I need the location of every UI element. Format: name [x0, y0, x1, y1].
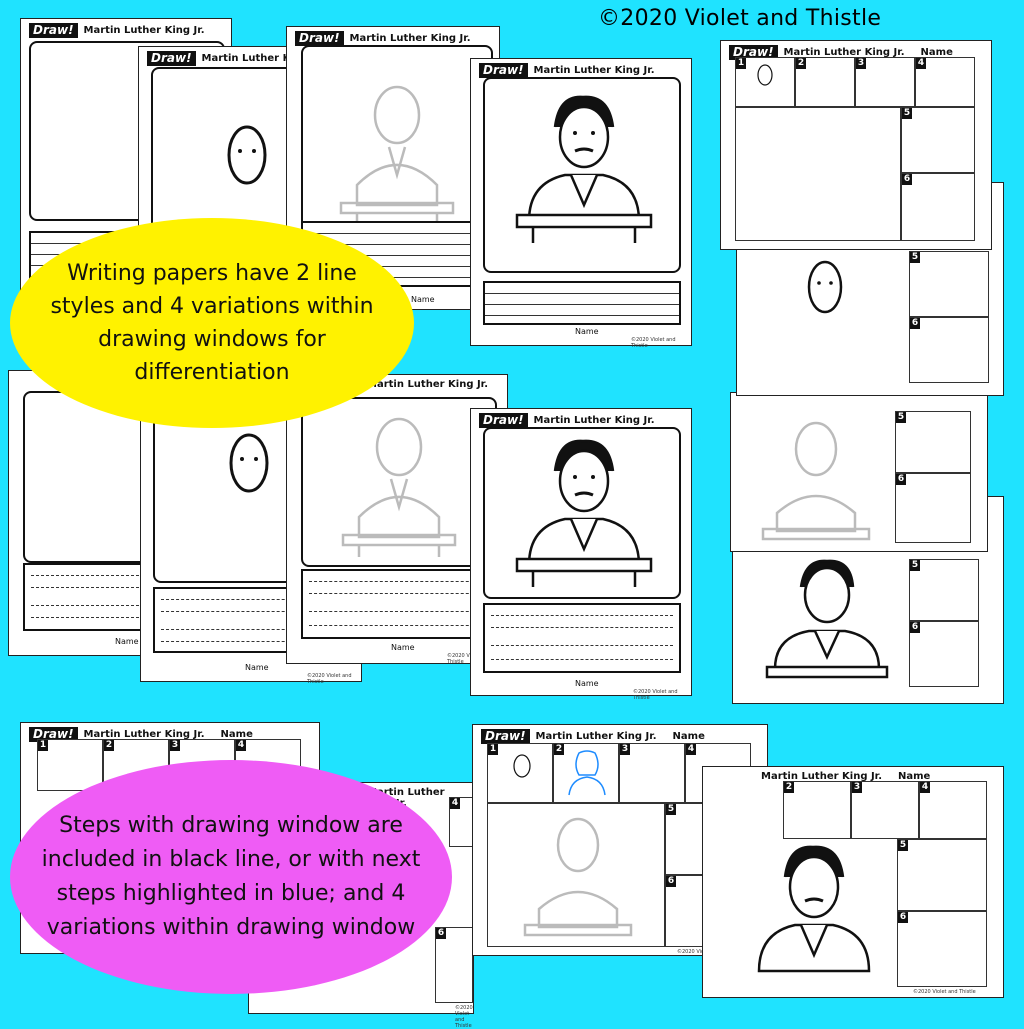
draw-tag: Draw! — [479, 63, 528, 78]
footer-credit: ©2020 Violet and Thistle — [307, 673, 352, 685]
name-label: Name — [115, 637, 139, 646]
name-label: Name — [575, 679, 599, 688]
step-cell-6: 6 — [895, 473, 971, 543]
face-outline-drawing — [227, 125, 267, 185]
step-cell-1: 1 — [37, 739, 103, 791]
step-cell-5: 5 — [909, 559, 979, 621]
footer-credit: ©2020 Violet and Thistle — [631, 337, 676, 349]
mlk-gray-trace-drawing — [339, 85, 455, 225]
sheet-title: Martin Luther King Jr. — [533, 65, 655, 76]
step-cell-6: 6 — [909, 317, 989, 383]
step-blue-outline-icon — [568, 750, 606, 796]
steps-callout-text: Steps with drawing window are included i… — [41, 813, 421, 940]
writing-lines-dashed — [483, 603, 681, 673]
drawing-window — [735, 107, 901, 241]
footer-credit: ©2020 Violet and Thistle — [455, 1005, 473, 1029]
steps-callout: Steps with drawing window are included i… — [10, 760, 452, 994]
step-cell-2: 2 — [783, 781, 851, 839]
step-cell-6: 6 — [897, 911, 987, 987]
mlk-portrait-drawing — [757, 845, 871, 973]
writing-paper-full-drawing-dashed: Draw! Martin Luther King Jr. Name ©2020 V… — [470, 408, 692, 701]
face-outline-drawing — [807, 260, 843, 314]
step-cell-5: 5 — [897, 839, 987, 911]
sheet-title: Martin Luther King Jr. — [783, 47, 905, 58]
name-label: Name — [672, 731, 705, 742]
step-cell-6: 6 — [901, 173, 975, 241]
step-cell-2: 2 — [553, 743, 619, 803]
writing-papers-callout-text: Writing papers have 2 line styles and 4 … — [50, 261, 374, 385]
writing-papers-callout: Writing papers have 2 line styles and 4 … — [10, 218, 414, 428]
name-label: Name — [411, 295, 435, 304]
step-cell-3: 3 — [619, 743, 685, 803]
footer-credit: ©2020 Violet and Thistle — [447, 653, 492, 665]
draw-tag: Draw! — [481, 729, 530, 744]
step-cell-4: 4 — [919, 781, 987, 839]
drawing-window — [487, 803, 665, 947]
draw-tag: Draw! — [479, 413, 528, 428]
draw-tag: Draw! — [29, 23, 78, 38]
writing-lines-dashed — [301, 569, 497, 639]
name-label: Name — [575, 327, 599, 336]
steps-sheet-bottom-4: Martin Luther King Jr. Name 2 3 4 5 6 ©20… — [702, 766, 1004, 998]
footer-credit: ©2020 Violet and Thistle — [633, 689, 678, 701]
mlk-portrait-drawing — [765, 559, 889, 679]
name-label: Name — [245, 663, 269, 672]
step-face-icon — [513, 754, 531, 778]
writing-paper-full-drawing: Draw! Martin Luther King Jr. Name ©2020 V… — [470, 58, 692, 349]
step-cell-2: 2 — [795, 57, 855, 107]
sheet-title: Martin Luther King Jr. — [367, 379, 488, 390]
sheet-title: Martin Luther King Jr. — [535, 731, 657, 742]
draw-tag: Draw! — [147, 51, 196, 66]
sheet-title: Martin Luther King Jr. — [349, 33, 471, 44]
face-outline-drawing — [229, 433, 269, 493]
mlk-portrait-drawing — [515, 439, 653, 587]
sheet-title: Martin Luther King Jr. — [201, 53, 323, 64]
sheet-title: Martin Luther King Jr. — [761, 771, 882, 782]
mlk-gray-trace-drawing — [761, 421, 871, 541]
step-face-icon — [757, 64, 773, 86]
draw-tag: Draw! — [29, 727, 78, 742]
name-label: Name — [920, 47, 953, 58]
draw-tag: Draw! — [729, 45, 778, 60]
mlk-gray-trace-drawing — [341, 417, 457, 557]
steps-sheet-gray: 5 6 — [730, 392, 988, 552]
sheet-title: Martin Luther King Jr. — [533, 415, 655, 426]
step-cell-4: 4 — [449, 797, 473, 847]
step-cell-3: 3 — [855, 57, 915, 107]
steps-sheet-blank: Draw!Martin Luther King Jr.Name 1 2 3 4 … — [720, 40, 992, 250]
draw-tag: Draw! — [295, 31, 344, 46]
step-cell-5: 5 — [895, 411, 971, 473]
step-cell-6: 6 — [909, 621, 979, 687]
mlk-portrait-drawing — [515, 95, 653, 243]
sheet-title: Martin Luther King Jr. — [83, 25, 205, 36]
step-cell-6: 6 — [435, 927, 473, 1003]
name-label: Name — [898, 771, 931, 782]
mlk-gray-trace-drawing — [523, 817, 633, 937]
footer-credit: ©2020 Violet and Thistle — [913, 989, 976, 995]
step-cell-4: 4 — [915, 57, 975, 107]
step-cell-3: 3 — [851, 781, 919, 839]
name-label: Name — [220, 729, 253, 740]
step-cell-5: 5 — [901, 107, 975, 173]
name-label: Name — [391, 643, 415, 652]
step-cell-5: 5 — [909, 251, 989, 317]
sheet-title: Martin Luther King Jr. — [83, 729, 205, 740]
drawing-window — [301, 397, 497, 567]
writing-lines — [483, 281, 681, 325]
copyright-text: ©2020 Violet and Thistle — [598, 6, 882, 31]
